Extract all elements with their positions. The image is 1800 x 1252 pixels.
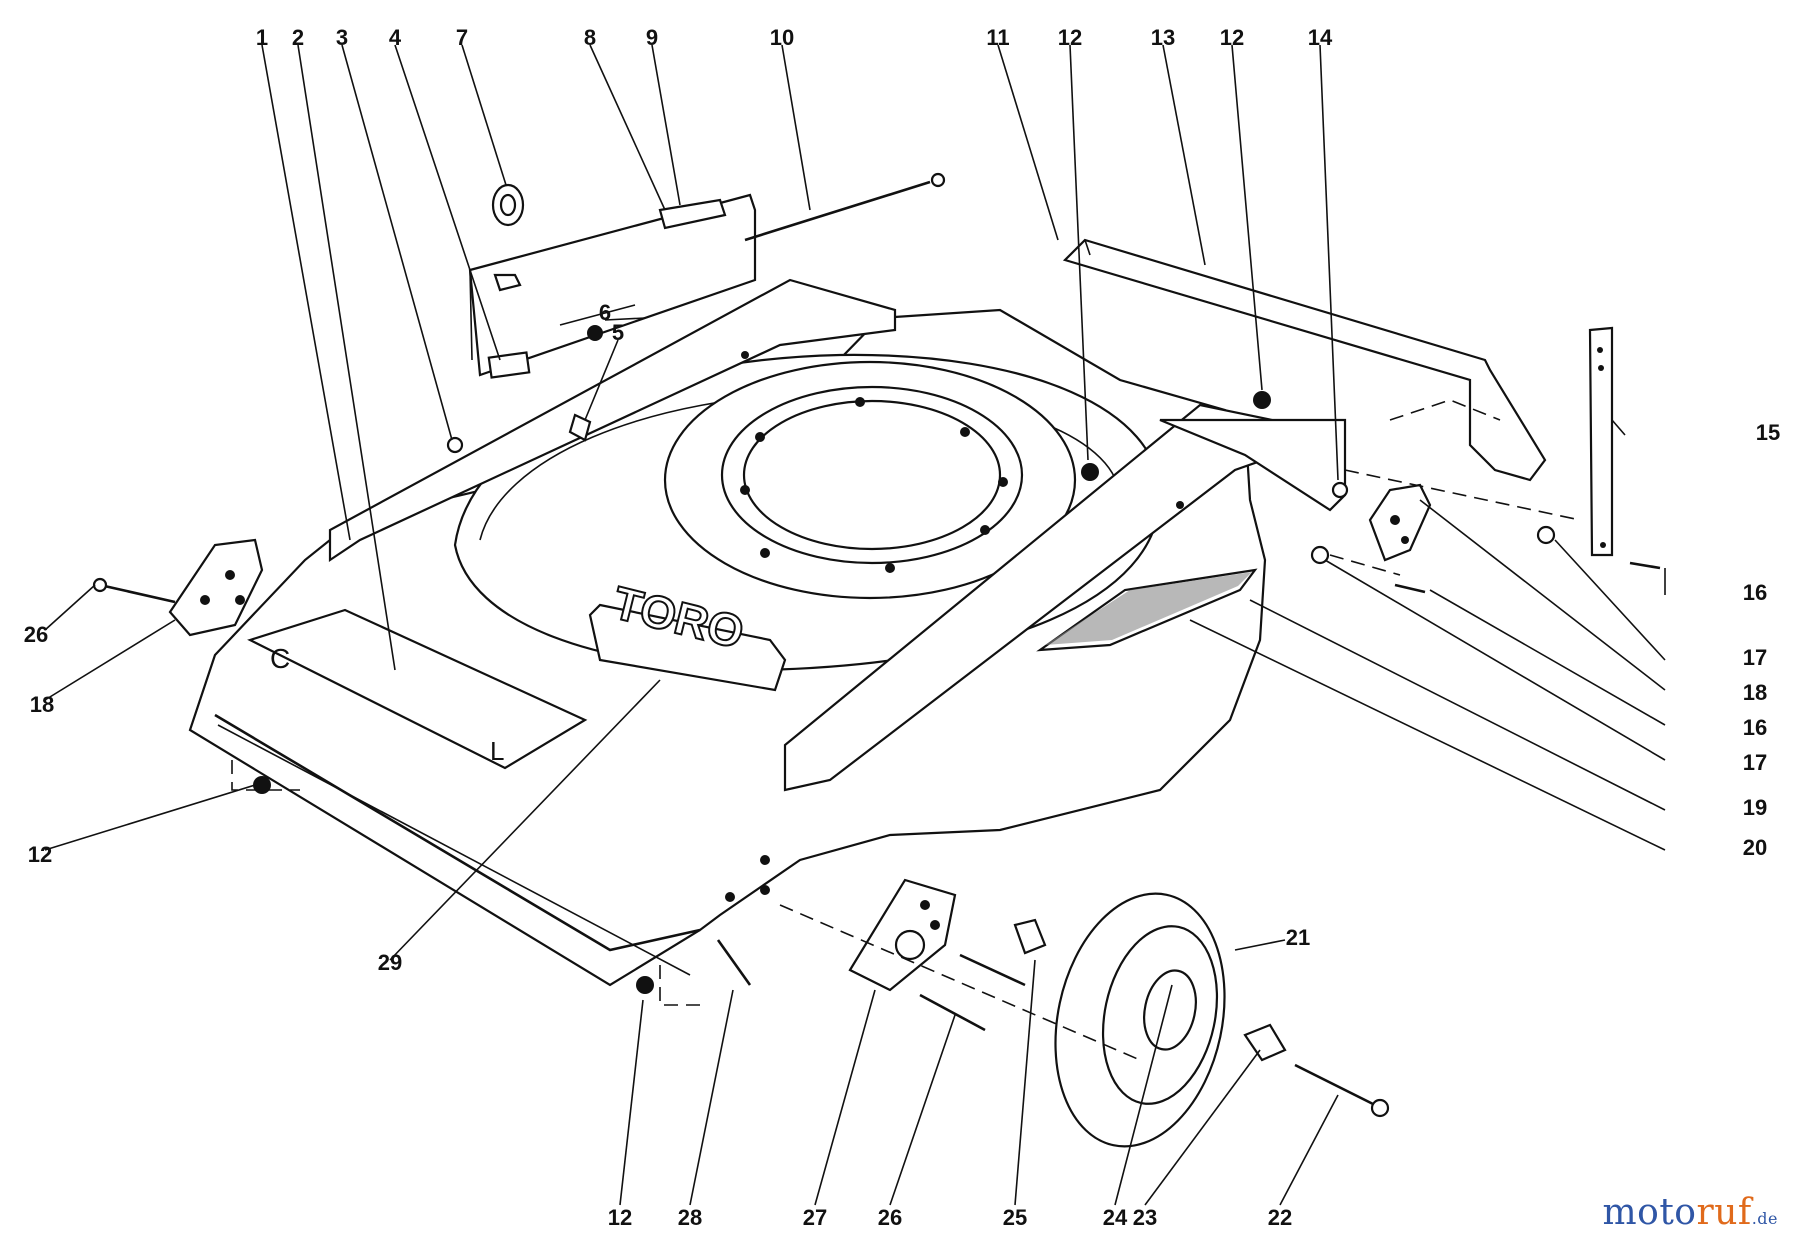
callout-12: 12 [1058, 25, 1082, 50]
callout-29: 29 [378, 950, 402, 975]
callout-21: 21 [1286, 925, 1310, 950]
bolt-part-22 [1294, 1063, 1376, 1107]
callout-17: 17 [1743, 750, 1767, 775]
callout-3: 3 [336, 25, 348, 50]
mount-bolt-holes [740, 397, 1008, 573]
callout-10: 10 [770, 25, 794, 50]
callout-24: 24 [1103, 1205, 1128, 1230]
bolt-part-16a [1629, 561, 1661, 570]
callout-8: 8 [584, 25, 596, 50]
bracket-part-15 [1588, 326, 1614, 557]
decal-letter-l: L [490, 736, 504, 766]
callout-18: 18 [1743, 680, 1767, 705]
decal-letter-c: C [270, 643, 290, 674]
watermark-logo: motoruf.de [1603, 1192, 1778, 1233]
bolt-part-26b [919, 993, 986, 1032]
spacer-part-17a [1536, 525, 1556, 545]
callout-16: 16 [1743, 580, 1767, 605]
callout-12: 12 [28, 842, 52, 867]
callout-1: 1 [256, 25, 268, 50]
plug-part-7 [491, 183, 525, 227]
callout-25: 25 [1003, 1205, 1027, 1230]
mower-housing: TORO C L [188, 278, 1347, 987]
callout-22: 22 [1268, 1205, 1292, 1230]
callout-7: 7 [456, 25, 468, 50]
callout-4: 4 [389, 25, 402, 50]
callout-28: 28 [678, 1205, 702, 1230]
rear-trough-part-13 [1062, 238, 1547, 482]
nut-part-3 [446, 436, 464, 454]
callout-11: 11 [986, 25, 1009, 50]
leader-lines [44, 44, 1666, 1206]
watermark-suffix: .de [1751, 1209, 1778, 1228]
wheel-part-21 [1054, 892, 1226, 1148]
callout-6: 6 [599, 300, 611, 325]
callout-27: 27 [803, 1205, 827, 1230]
bolt-part-16b [1394, 583, 1426, 594]
axle-part-28 [716, 939, 752, 986]
callout-12: 12 [608, 1205, 632, 1230]
callout-16: 16 [1743, 715, 1767, 740]
rear-deflector-plate [468, 193, 757, 377]
callout-23: 23 [1133, 1205, 1157, 1230]
watermark-part-2: ruf [1696, 1192, 1752, 1233]
callout-2: 2 [292, 25, 304, 50]
wheel-bracket-part-27 [848, 878, 957, 992]
nut-part-14 [1331, 481, 1349, 499]
height-adjuster-part-18-right [1368, 483, 1432, 562]
nuts-part-12 [253, 391, 1271, 994]
rod-part-10 [744, 172, 946, 242]
height-adjuster-part-18-left [92, 538, 264, 637]
callout-20: 20 [1743, 835, 1767, 860]
callout-12: 12 [1220, 25, 1244, 50]
hubcap-part-23 [1243, 1023, 1287, 1062]
callout-14: 14 [1308, 25, 1333, 50]
watermark-part-1: moto [1602, 1192, 1697, 1233]
callout-13: 13 [1151, 25, 1175, 50]
spacer-part-17b [1310, 545, 1330, 565]
callout-26: 26 [878, 1205, 902, 1230]
callout-15: 15 [1756, 420, 1780, 445]
bolt-part-6 [587, 325, 603, 341]
callout-5: 5 [612, 320, 624, 345]
callout-26: 26 [24, 622, 48, 647]
bushing-part-25 [1013, 918, 1047, 955]
assembly-dash-lines [231, 399, 1581, 1061]
bolt-part-26a [959, 953, 1026, 987]
callout-18: 18 [30, 692, 54, 717]
decal-part-4 [487, 351, 531, 379]
callout-19: 19 [1743, 795, 1767, 820]
callout-17: 17 [1743, 645, 1767, 670]
callout-9: 9 [646, 25, 658, 50]
